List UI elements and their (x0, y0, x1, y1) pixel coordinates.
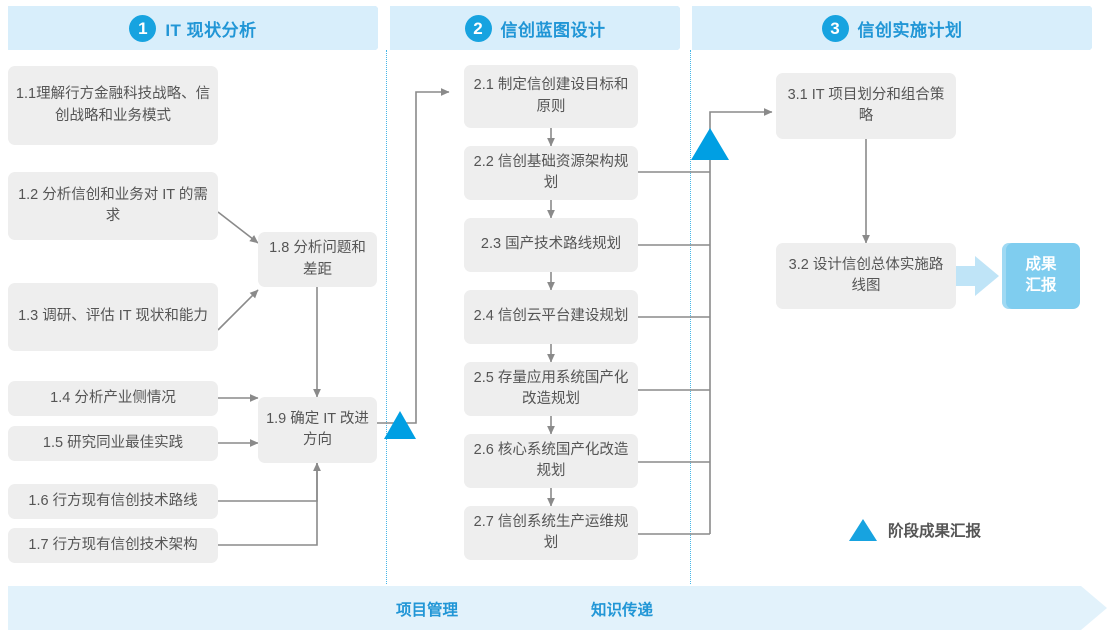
process-box-1-4[interactable]: 1.4 分析产业侧情况 (8, 381, 218, 416)
process-box-2-5[interactable]: 2.5 存量应用系统国产化改造规划 (464, 362, 638, 416)
result-badge-line2: 汇报 (1025, 277, 1057, 294)
box-label: 2.5 存量应用系统国产化改造规划 (473, 369, 629, 407)
process-box-1-9[interactable]: 1.9 确定 IT 改进方向 (258, 397, 377, 463)
result-badge-line1: 成果 (1025, 256, 1057, 274)
phase-header-2[interactable]: 2 信创蓝图设计 (390, 6, 702, 50)
box-label: 1.4 分析产业侧情况 (50, 389, 176, 406)
process-box-1-8[interactable]: 1.8 分析问题和差距 (258, 232, 377, 287)
box-label: 2.3 国产技术路线规划 (480, 236, 622, 253)
phase-title: 信创蓝图设计 (500, 20, 606, 40)
box-label: 1.8 分析问题和差距 (269, 240, 366, 278)
box-label: 2.2 信创基础资源架构规划 (473, 153, 629, 191)
process-box-2-3[interactable]: 2.3 国产技术路线规划 (464, 218, 638, 272)
bottom-label-knowledge-transfer[interactable]: 知识传递 (591, 602, 654, 619)
box-label: 2.1 制定信创建设目标和原则 (473, 77, 629, 115)
triangle-marker-icon (849, 519, 877, 541)
result-arrow-icon (951, 256, 999, 296)
process-box-1-3[interactable]: 1.3 调研、评估 IT 现状和能力 (8, 283, 218, 351)
box-label: 1.3 调研、评估 IT 现状和能力 (18, 308, 208, 325)
box-label: 1.5 研究同业最佳实践 (42, 434, 184, 451)
process-box-1-1[interactable]: 1.1理解行方金融科技战略、信创战略和业务模式 (8, 66, 218, 145)
process-box-3-2[interactable]: 3.2 设计信创总体实施路线图 (776, 243, 956, 309)
phase-title: 信创实施计划 (857, 20, 963, 40)
legend: 阶段成果汇报 (849, 519, 981, 541)
process-box-2-2[interactable]: 2.2 信创基础资源架构规划 (464, 146, 638, 200)
box-label: 1.1理解行方金融科技战略、信创战略和业务模式 (15, 86, 211, 124)
phase-header-1[interactable]: 1 IT 现状分析 (8, 6, 400, 50)
phase-number: 1 (129, 14, 157, 42)
phase-header-3[interactable]: 3 信创实施计划 (692, 6, 1114, 50)
process-box-2-7[interactable]: 2.7 信创系统生产运维规划 (464, 506, 638, 560)
box-label: 1.9 确定 IT 改进方向 (266, 410, 369, 448)
process-box-1-2[interactable]: 1.2 分析信创和业务对 IT 的需求 (8, 172, 218, 240)
result-badge[interactable]: 成果 汇报 (1002, 243, 1080, 309)
box-label: 3.2 设计信创总体实施路线图 (788, 256, 944, 294)
process-box-3-1[interactable]: 3.1 IT 项目划分和组合策略 (776, 73, 956, 139)
process-box-2-4[interactable]: 2.4 信创云平台建设规划 (464, 290, 638, 344)
box-label: 2.6 核心系统国产化改造规划 (473, 441, 629, 479)
box-label: 1.2 分析信创和业务对 IT 的需求 (18, 186, 208, 224)
box-label: 1.7 行方现有信创技术架构 (28, 536, 198, 553)
bottom-label-project-management[interactable]: 项目管理 (396, 602, 459, 619)
phase-divider-2 (690, 50, 691, 584)
box-label: 3.1 IT 项目划分和组合策略 (787, 86, 945, 124)
milestone-triangle-2 (691, 128, 729, 160)
phase-number: 3 (821, 14, 849, 42)
bottom-band (8, 586, 1107, 630)
process-box-2-1[interactable]: 2.1 制定信创建设目标和原则 (464, 65, 638, 128)
chevron-separator-icon (1090, 6, 1114, 50)
box-label: 2.4 信创云平台建设规划 (473, 308, 629, 325)
process-box-2-6[interactable]: 2.6 核心系统国产化改造规划 (464, 434, 638, 488)
box-label: 2.7 信创系统生产运维规划 (473, 513, 629, 551)
phase-divider-1 (386, 50, 387, 584)
process-box-1-6[interactable]: 1.6 行方现有信创技术路线 (8, 484, 218, 519)
milestone-triangle-1 (384, 411, 416, 439)
phase-title: IT 现状分析 (165, 20, 257, 40)
box-label: 1.6 行方现有信创技术路线 (28, 492, 198, 509)
phase-number: 2 (464, 14, 492, 42)
process-box-1-7[interactable]: 1.7 行方现有信创技术架构 (8, 528, 218, 563)
process-box-1-5[interactable]: 1.5 研究同业最佳实践 (8, 426, 218, 461)
legend-label: 阶段成果汇报 (888, 523, 982, 540)
